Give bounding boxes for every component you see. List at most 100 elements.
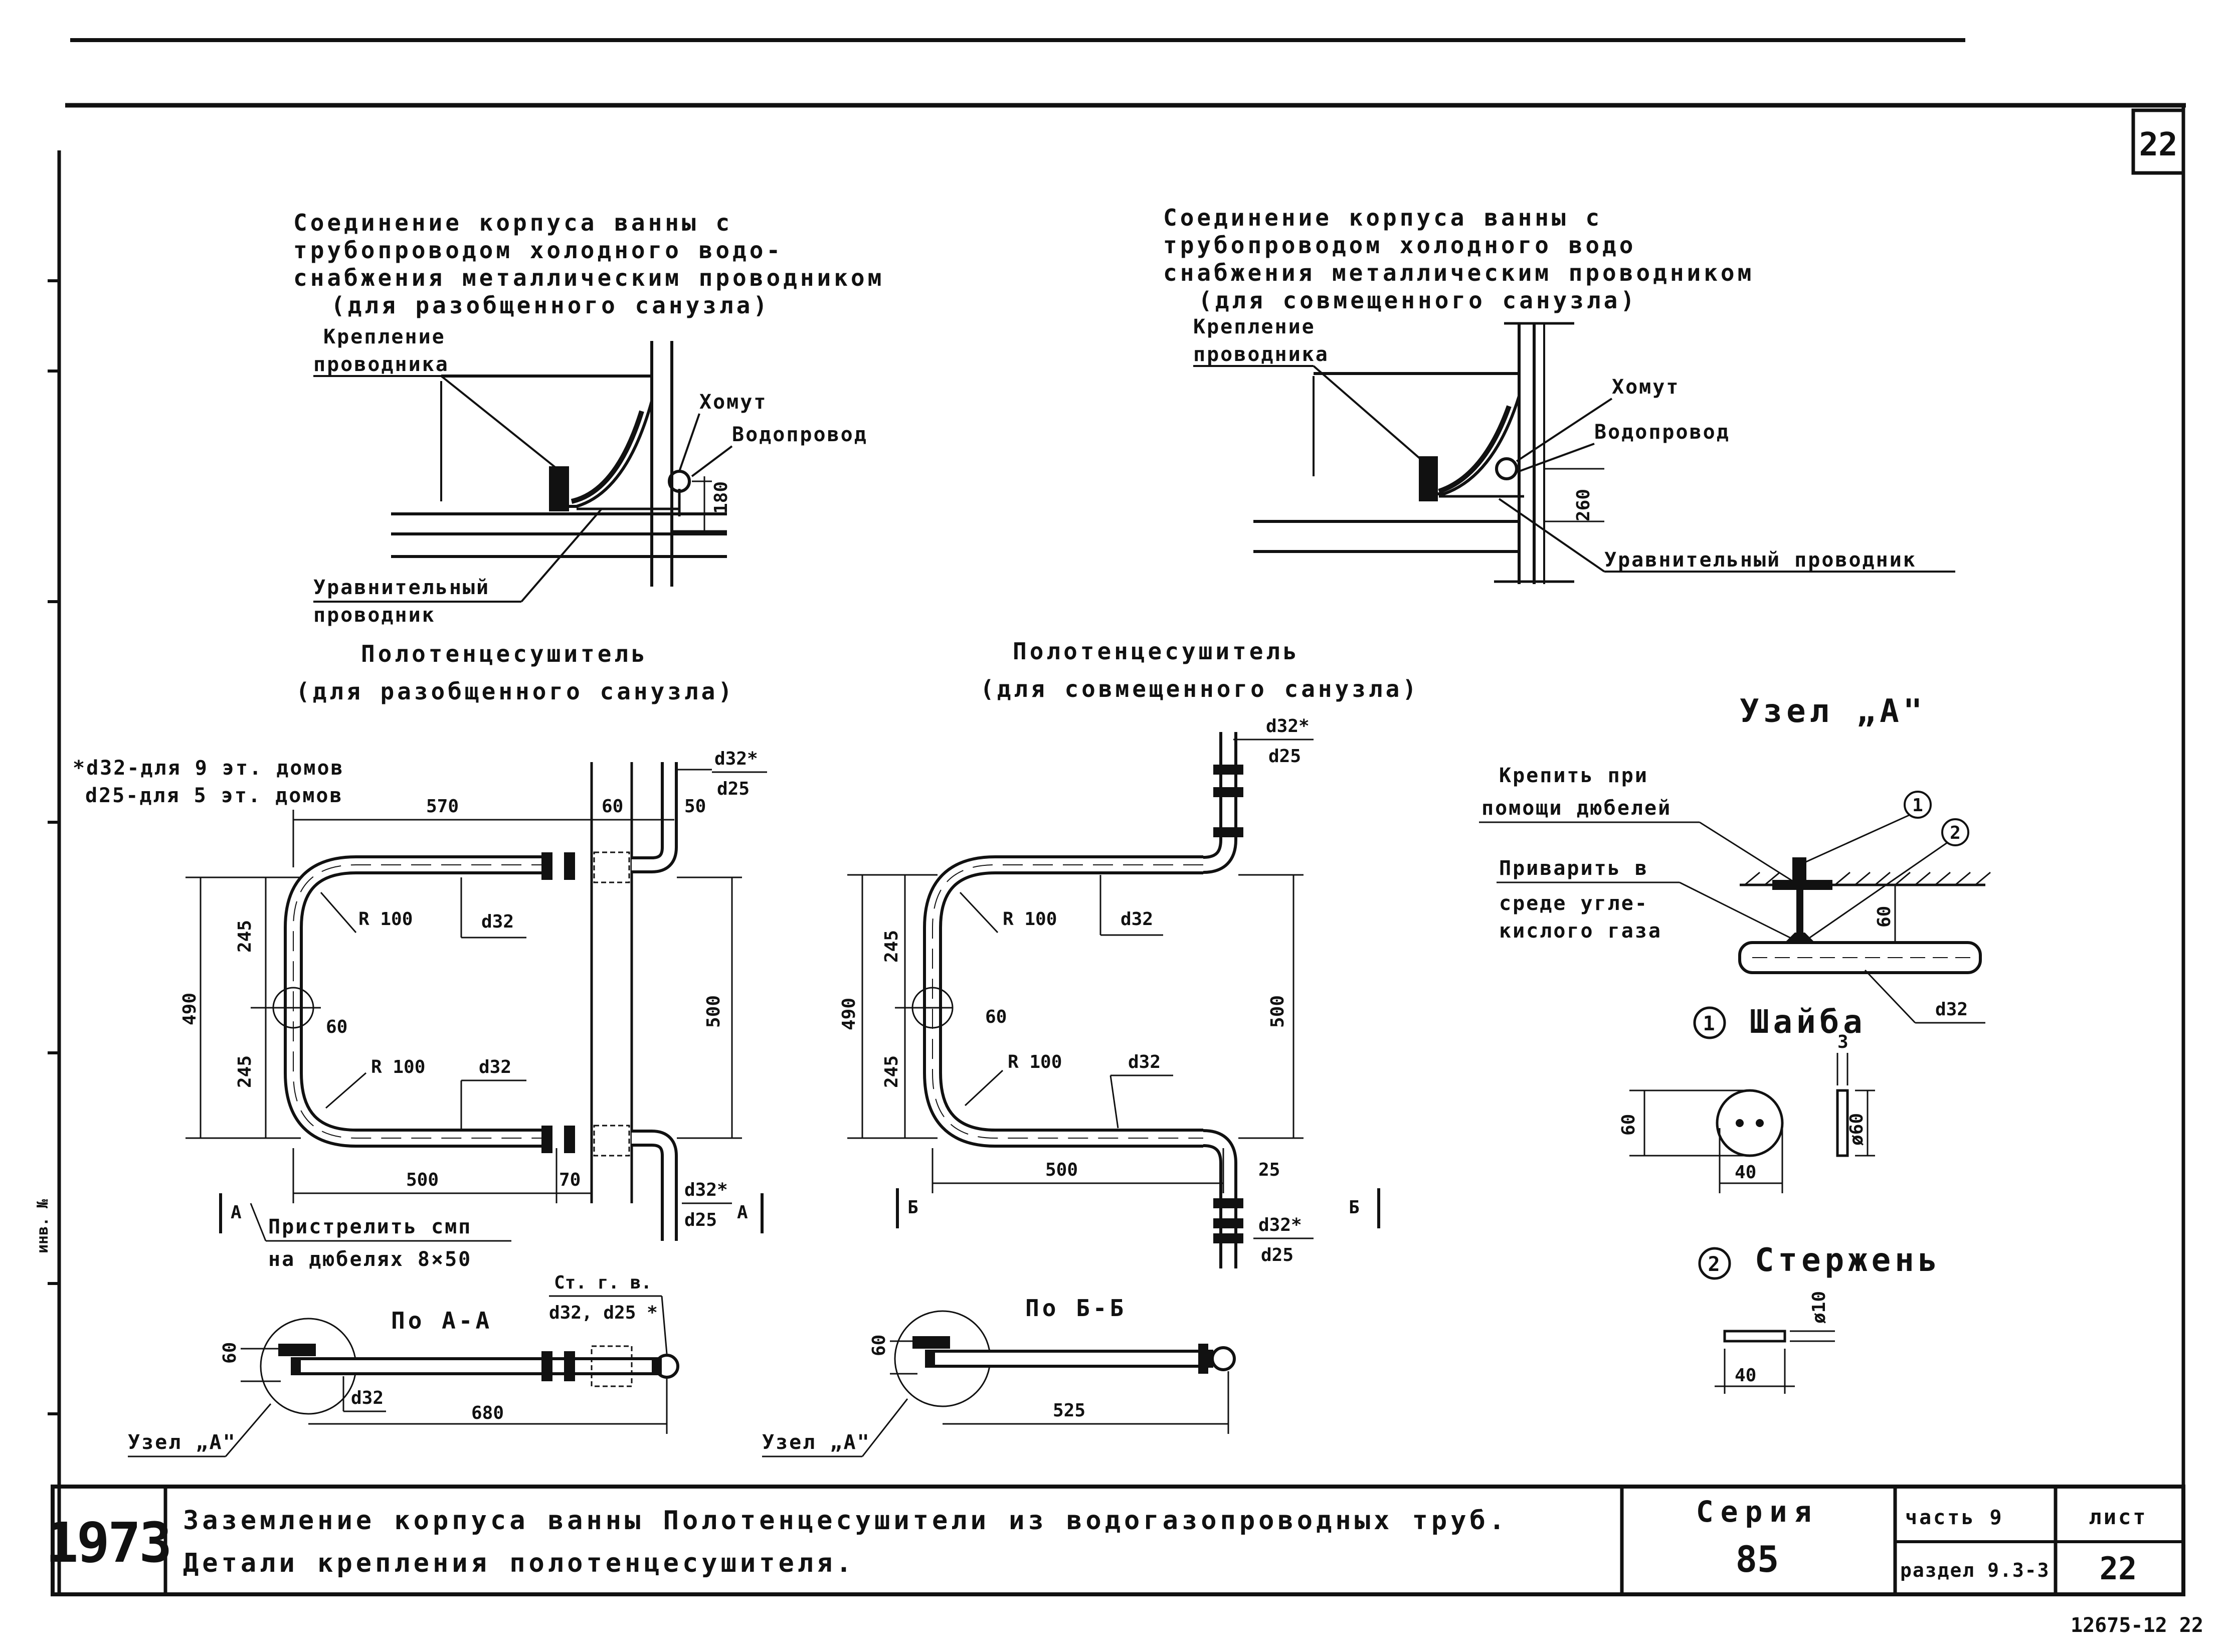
bath-separate: Соединение корпуса ванны с трубопроводом… xyxy=(293,209,884,627)
washer-dim-3: 3 xyxy=(1837,1032,1848,1052)
towel-sep-dim-60-top: 60 xyxy=(602,796,623,817)
node-a-fix-2: помощи дюбелей xyxy=(1481,797,1672,820)
bath-comb-fastening-1: Крепление xyxy=(1193,315,1316,338)
section-bb: По Б-Б 60 525 Узел „А" xyxy=(762,1295,1236,1457)
section-aa: По А-А Ст. г. в. d32, d25 * 60 d32 680 У… xyxy=(128,1272,679,1457)
bath-combined: Соединение корпуса ванны с трубопроводом… xyxy=(1163,204,1955,584)
margin-note: инв. № xyxy=(34,1199,52,1253)
washer-num: 1 xyxy=(1703,1012,1716,1035)
towel-sep-title-1: Полотенцесушитель xyxy=(361,640,648,667)
bath-comb-equalizing: Уравнительный проводник xyxy=(1604,548,1917,572)
towel-sep-note-1: *d32-для 9 эт. домов xyxy=(73,757,344,780)
towel-comb-d25: d25 xyxy=(1268,746,1301,767)
towel-sep-title-2: (для разобщенного санузла) xyxy=(296,678,735,705)
towel-sep-shoot-1: Пристрелить смп xyxy=(268,1215,472,1238)
towel-sep-dim-60-mid: 60 xyxy=(326,1017,347,1037)
stamp-sheet-label: лист xyxy=(2089,1505,2147,1529)
stamp-year: 1973 xyxy=(46,1511,170,1575)
towel-sep-dim-490: 490 xyxy=(179,993,200,1025)
bath-sep-fastening-1: Крепление xyxy=(323,325,446,348)
towel-sep-dim-245-top: 245 xyxy=(235,920,255,953)
towel-sep-d32-bottom: d32 xyxy=(479,1057,511,1077)
towel-comb-dim-25: 25 xyxy=(1258,1160,1280,1180)
towel-comb-d32-star-b: d32* xyxy=(1258,1215,1302,1235)
towel-comb-sec-b-right: Б xyxy=(1349,1197,1360,1218)
bath-sep-title-2: трубопроводом холодного водо- xyxy=(293,237,783,264)
towel-comb-dim-245-bottom: 245 xyxy=(881,1055,902,1088)
section-aa-stg-1: Ст. г. в. xyxy=(554,1272,652,1293)
section-bb-node: Узел „А" xyxy=(762,1431,871,1454)
rod-num: 2 xyxy=(1708,1253,1721,1276)
bath-sep-title-1: Соединение корпуса ванны с xyxy=(293,209,732,236)
towel-sep-dim-570: 570 xyxy=(426,796,459,817)
section-aa-dim-680: 680 xyxy=(471,1403,504,1423)
bath-comb-title-3: снабжения металлическим проводником xyxy=(1163,259,1754,286)
bath-comb-title-2: трубопроводом холодного водо xyxy=(1163,232,1636,259)
stamp-title-2: Детали крепления полотенцесушителя. xyxy=(183,1548,855,1578)
towel-sep-dim-245-bottom: 245 xyxy=(235,1055,255,1088)
title-block: 1973 Заземление корпуса ванны Полотенцес… xyxy=(46,1485,2185,1596)
towel-sep-sec-a-right: А xyxy=(737,1202,748,1223)
corner-code: 12675-12 22 xyxy=(2071,1614,2203,1637)
towel-sep-dim-70: 70 xyxy=(559,1170,581,1190)
towel-comb-r100-top: R 100 xyxy=(1003,909,1057,930)
node-a-title: Узел „А" xyxy=(1740,693,1926,730)
sheet-number-top: 22 xyxy=(2139,126,2177,163)
stamp-sheet-value: 22 xyxy=(2100,1550,2137,1587)
towel-comb-d32-top: d32 xyxy=(1121,909,1153,930)
section-aa-dim-60: 60 xyxy=(220,1342,240,1364)
bath-sep-equalizing-2: проводник xyxy=(313,604,436,627)
section-aa-stg-2: d32, d25 * xyxy=(549,1303,658,1323)
towel-comb-dim-60-mid: 60 xyxy=(985,1007,1007,1027)
stamp-series-label: Серия xyxy=(1696,1495,1819,1529)
towel-sep-d25: d25 xyxy=(717,779,750,799)
towel-sep-note-2: d25-для 5 эт. домов xyxy=(85,784,343,807)
bath-sep-title-4: (для разобщенного санузла) xyxy=(331,292,770,319)
node-a-marker-1: 1 xyxy=(1912,795,1923,816)
towel-sep-sec-a-left: А xyxy=(231,1202,242,1223)
bath-comb-fastening-2: проводника xyxy=(1193,343,1329,366)
node-a-weld-1: Приварить в xyxy=(1499,857,1648,880)
node-a-weld-3: кислого газа xyxy=(1499,920,1662,943)
section-aa-node: Узел „А" xyxy=(128,1431,237,1454)
section-aa-d32: d32 xyxy=(351,1388,384,1408)
towel-sep-dim-500-h: 500 xyxy=(406,1170,439,1190)
bath-sep-equalizing-1: Уравнительный xyxy=(313,576,490,599)
washer-title: Шайба xyxy=(1750,1004,1867,1041)
towel-sep-dim-50: 50 xyxy=(684,796,706,817)
towel-comb-dim-245-top: 245 xyxy=(881,930,902,963)
rod-title: Стержень xyxy=(1755,1242,1941,1279)
rod-dim-phi10: ø10 xyxy=(1809,1291,1829,1324)
section-bb-title: По Б-Б xyxy=(1025,1295,1127,1322)
section-aa-title: По А-А xyxy=(391,1307,492,1334)
bath-sep-water-pipe: Водопровод xyxy=(732,423,868,446)
bath-sep-dim-180: 180 xyxy=(711,481,731,514)
stamp-title-1: Заземление корпуса ванны Полотенцесушите… xyxy=(183,1506,1508,1536)
stamp-section: раздел 9.3-3 xyxy=(1900,1559,2050,1581)
node-a-d32: d32 xyxy=(1935,999,1968,1020)
towel-comb-d25-b: d25 xyxy=(1261,1245,1293,1265)
towel-combined: Полотенцесушитель (для совмещенного сану… xyxy=(839,638,1416,1268)
node-a-weld-2: среде угле- xyxy=(1499,892,1648,915)
towel-separate: Полотенцесушитель (для разобщенного сану… xyxy=(73,640,767,1271)
node-a-fix-1: Крепить при xyxy=(1499,764,1648,787)
bath-sep-fastening-2: проводника xyxy=(313,353,449,376)
towel-comb-d32-bottom: d32 xyxy=(1128,1052,1161,1072)
washer-detail: 1 Шайба 60 40 3 ø60 xyxy=(1618,1004,1875,1193)
washer-dim-60: 60 xyxy=(1618,1114,1639,1136)
rod-detail: 2 Стержень ø10 40 xyxy=(1698,1242,1941,1394)
section-bb-dim-60: 60 xyxy=(869,1335,889,1356)
section-bb-dim-525: 525 xyxy=(1053,1400,1085,1421)
bath-sep-clamp: Хомут xyxy=(699,391,767,414)
towel-comb-sec-b-left: Б xyxy=(907,1197,918,1218)
bath-comb-dim-260: 260 xyxy=(1573,489,1594,521)
rod-dim-40: 40 xyxy=(1735,1365,1756,1386)
towel-sep-d32-star-b: d32* xyxy=(684,1180,728,1200)
washer-dim-40: 40 xyxy=(1735,1162,1756,1183)
node-a: Узел „А" Крепить при помощи дюбелей Прив… xyxy=(1479,693,1991,1024)
washer-dim-phi60: ø60 xyxy=(1846,1113,1867,1146)
towel-comb-dim-500-v: 500 xyxy=(1267,995,1288,1028)
bath-comb-title-4: (для совмещенного санузла) xyxy=(1198,287,1637,314)
bath-sep-title-3: снабжения металлическим проводником xyxy=(293,264,884,291)
